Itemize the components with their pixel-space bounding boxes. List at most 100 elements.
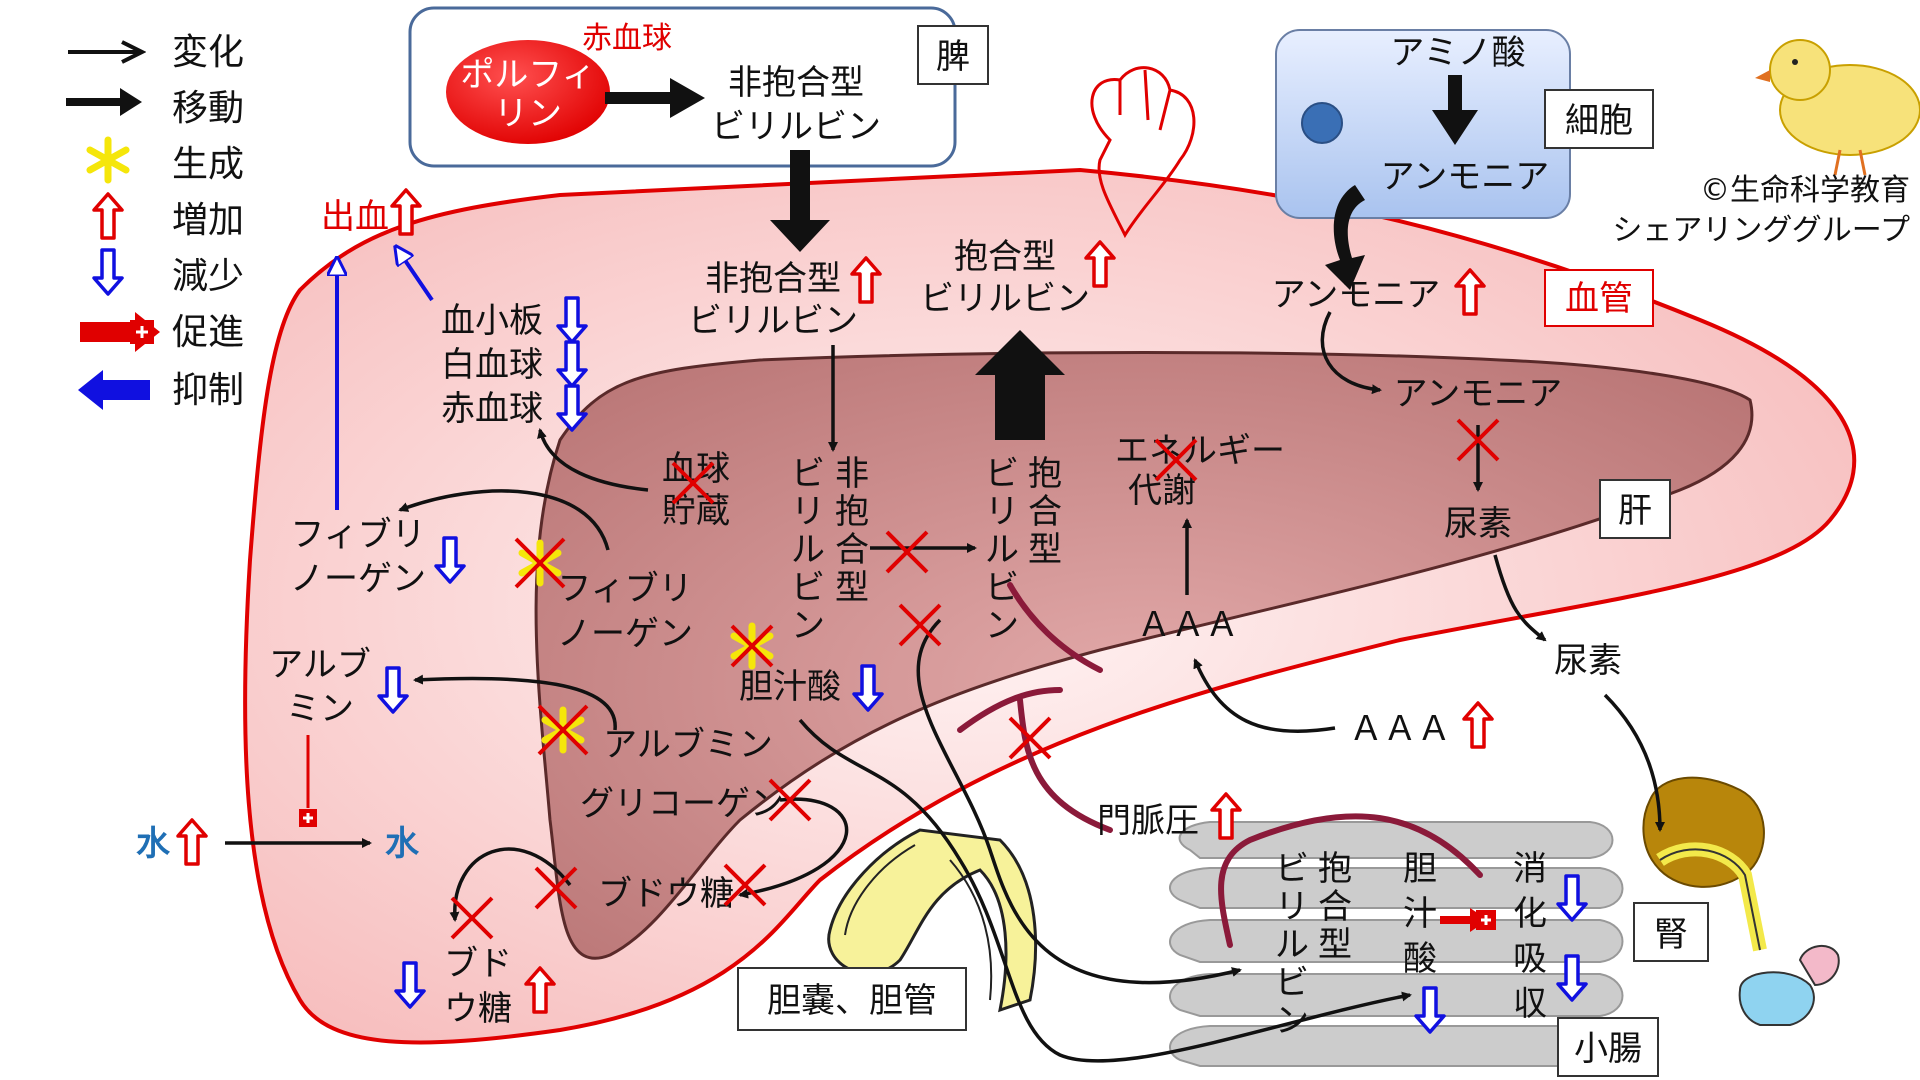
vessel-aaa: ＡＡＡ xyxy=(1349,709,1451,749)
heart-icon xyxy=(1090,66,1196,239)
bleeding-label: 出血 xyxy=(321,197,389,237)
liver-blood-storage-line1: 血球 xyxy=(662,449,730,489)
svg-text:ン: ン xyxy=(985,606,1019,646)
legend-inhibit: 抑制 xyxy=(172,370,244,411)
vessel-fibrinogen-line2: ノーゲン xyxy=(290,559,426,599)
svg-text:ル: ル xyxy=(985,530,1019,570)
vessel-conj-line1: 抱合型 xyxy=(954,237,1056,277)
vessel-albumin-line1: アルブ xyxy=(269,645,371,685)
liver-fibrinogen-line1: フィブリ xyxy=(557,569,692,609)
vessel-platelet: 血小板 xyxy=(441,301,543,341)
legend-move: 移動 xyxy=(172,88,244,129)
svg-text:ビ: ビ xyxy=(791,454,825,494)
svg-text:ビ: ビ xyxy=(1275,963,1309,1003)
kidney xyxy=(1642,776,1767,952)
arrow-porphyrin-to-bilirubin xyxy=(605,78,705,118)
spleen-box-label: 脾 xyxy=(936,37,970,77)
svg-text:汁: 汁 xyxy=(1403,894,1437,934)
svg-text:合: 合 xyxy=(835,530,869,570)
liver-region xyxy=(534,351,1754,960)
svg-text:ル: ル xyxy=(791,530,825,570)
cell-ammonia: アンモニア xyxy=(1381,157,1550,197)
svg-text:消: 消 xyxy=(1513,849,1547,889)
vessel-glucose-line1: ブド xyxy=(444,944,512,984)
liver-fibrinogen-line2: ノーゲン xyxy=(557,614,693,654)
liver-unconj-vertical: 非 抱 合 型 ビ リ ル ビ ン xyxy=(791,454,869,646)
intestine-conj-vertical: 抱 合 型 ビ リ ル ビ ン xyxy=(1275,849,1352,1041)
svg-text:非: 非 xyxy=(835,454,869,494)
svg-text:合: 合 xyxy=(1318,887,1352,927)
vessel-glucose-line2: ウ糖 xyxy=(444,989,512,1029)
vessel-unconj-line1: 非抱合型 xyxy=(705,259,841,299)
svg-text:吸: 吸 xyxy=(1513,939,1547,979)
liver-glycogen: グリコーゲン xyxy=(580,784,784,824)
svg-text:ル: ル xyxy=(1275,925,1309,965)
small-intestine xyxy=(1169,821,1624,1067)
arrow-blood-storage-out xyxy=(537,428,649,492)
vessel-conj-line2: ビリルビン xyxy=(920,279,1090,319)
svg-text:型: 型 xyxy=(1318,925,1352,965)
svg-text:リ: リ xyxy=(985,492,1019,532)
vessel-unconj-line2: ビリルビン xyxy=(688,301,858,341)
liver-box-label: 肝 xyxy=(1618,491,1652,531)
legend-decrease: 減少 xyxy=(172,256,244,297)
liver-urea: 尿素 xyxy=(1444,504,1512,544)
svg-text:化: 化 xyxy=(1513,894,1547,934)
toilet-icon xyxy=(1738,945,1840,1026)
svg-text:胆: 胆 xyxy=(1403,849,1437,889)
spleen-porphyrin-line2: リン xyxy=(494,94,562,134)
gallbladder-bile-duct xyxy=(827,828,1038,1013)
vessel-albumin-line2: ミン xyxy=(286,689,354,729)
vessel-rbc: 赤血球 xyxy=(441,389,543,429)
vessel-fibrinogen-line1: フィブリ xyxy=(290,515,425,555)
arrow-platelet-bleeding xyxy=(398,250,434,302)
legend-change: 変化 xyxy=(172,32,244,73)
liver-ammonia: アンモニア xyxy=(1394,374,1563,414)
svg-text:ン: ン xyxy=(791,606,825,646)
arrow-glycogen-glucose xyxy=(738,797,849,899)
arrow-urea-out xyxy=(1493,554,1547,642)
liver-aaa: ＡＡＡ xyxy=(1137,605,1239,645)
arrow-glucose-out xyxy=(449,847,572,922)
liver-glucose: ブドウ糖 xyxy=(598,874,734,914)
liver-energy-line2: 代謝 xyxy=(1128,471,1196,511)
portal-vein xyxy=(957,582,1483,948)
vessel-urea: 尿素 xyxy=(1554,641,1622,681)
arrow-spleen-to-vessel xyxy=(770,150,830,252)
svg-text:リ: リ xyxy=(791,492,825,532)
arrow-fibrinogen-out xyxy=(398,489,610,551)
svg-text:酸: 酸 xyxy=(1403,939,1437,979)
spleen-rbc-label: 赤血球 xyxy=(582,21,672,56)
promote-arrow-intestine xyxy=(1440,908,1496,932)
arrow-conj-to-vessel xyxy=(975,330,1065,440)
cell-amino-acid: アミノ酸 xyxy=(1390,33,1525,73)
liver-energy-line1: エネルギー xyxy=(1115,431,1285,471)
spleen-unconj-line2: ビリルビン xyxy=(711,107,881,147)
gallbladder-label: 胆嚢、胆管 xyxy=(767,981,937,1021)
svg-text:型: 型 xyxy=(835,568,869,608)
legend-produce: 生成 xyxy=(172,144,244,185)
cell-box-label: 細胞 xyxy=(1565,101,1633,141)
intestine-digest-vertical: 消 化 吸 収 xyxy=(1513,849,1547,1024)
arrow-aaa-vessel-to-liver xyxy=(1193,658,1336,733)
intestine-bile-vertical: 胆 汁 酸 xyxy=(1403,849,1437,979)
legend: 変化 移動 生成 増加 減少 促進 抑制 xyxy=(66,32,244,411)
svg-text:抱: 抱 xyxy=(1318,849,1352,889)
vessel-ammonia: アンモニア xyxy=(1272,275,1441,315)
liver-albumin: アルブミン xyxy=(603,725,773,765)
svg-text:ビ: ビ xyxy=(791,568,825,608)
vessel-wbc: 白血球 xyxy=(441,345,543,385)
arrow-amino-to-ammonia xyxy=(1432,75,1478,145)
svg-text:収: 収 xyxy=(1513,984,1547,1024)
legend-increase: 増加 xyxy=(172,200,244,241)
svg-text:抱: 抱 xyxy=(835,492,869,532)
cell-nucleus xyxy=(1301,102,1343,144)
arrow-conj-to-intestine xyxy=(916,618,1242,985)
copyright-line2: シェアリンググループ xyxy=(1612,213,1910,248)
porphyrin-rbc xyxy=(446,40,610,144)
arrow-urea-to-kidney xyxy=(1603,693,1665,832)
portal-pressure: 門脈圧 xyxy=(1097,801,1199,841)
water-left: 水 xyxy=(136,824,171,864)
kidney-label: 腎 xyxy=(1654,915,1688,955)
